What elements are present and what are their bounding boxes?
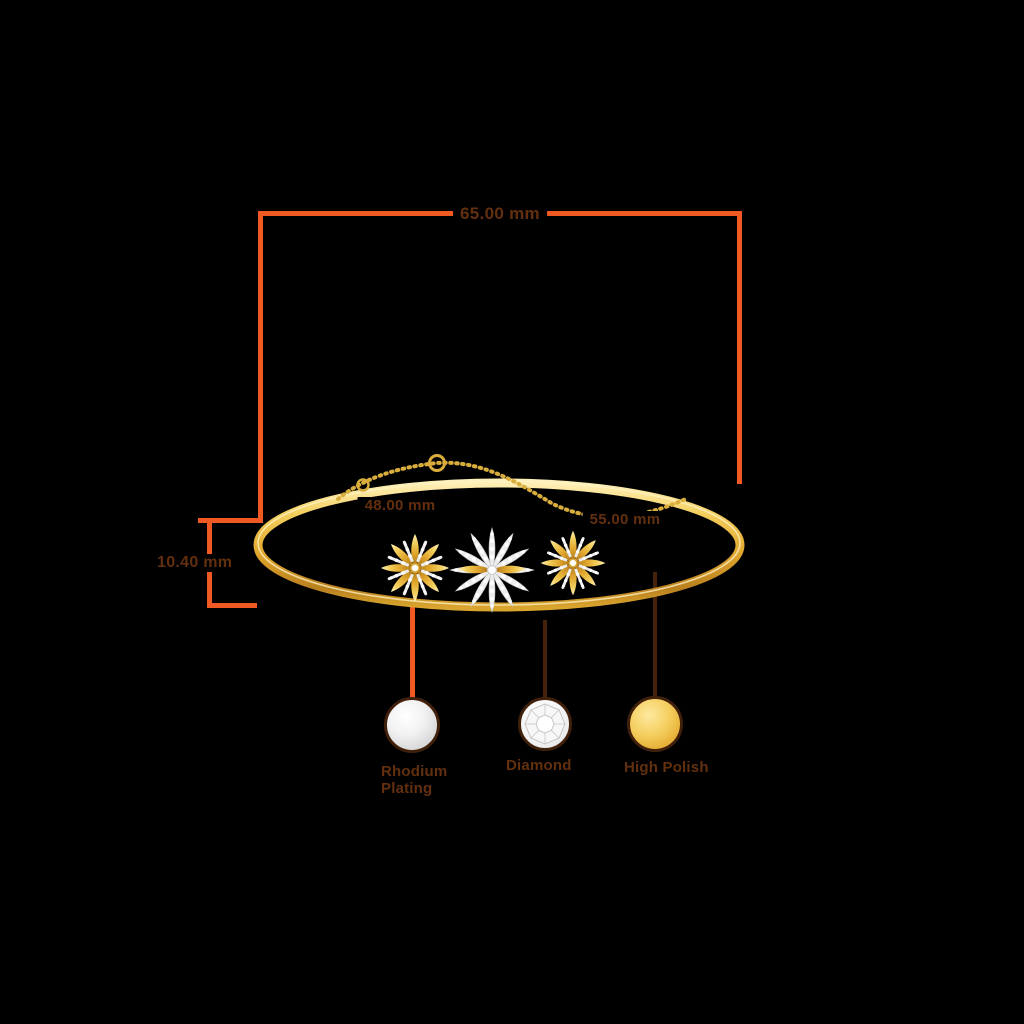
gold-swatch-icon: [627, 696, 683, 752]
flower-motif-right: [540, 530, 606, 596]
diamond-facets-icon: [524, 703, 566, 745]
bracelet-illustration: [253, 454, 745, 613]
rhodium-swatch-icon: [384, 697, 440, 753]
callout-line-diamond: [543, 620, 547, 698]
dimension-extension-height-bottom: [207, 603, 257, 608]
dimension-extension-top-left: [258, 211, 263, 523]
dimension-extension-height-top: [198, 518, 260, 523]
callout-line-high-polish: [653, 572, 657, 698]
chain-jump-ring: [356, 478, 370, 492]
callout-line-rhodium: [410, 606, 415, 698]
diamond-swatch-icon: [518, 697, 572, 751]
chain-width-label: 48.00 mm: [357, 497, 443, 514]
band-height-label: 10.40 mm: [150, 554, 240, 572]
flower-motif-center: [449, 527, 535, 613]
legend-label-rhodium-plating: Rhodium Plating: [381, 763, 448, 797]
chain-clasp-ring: [428, 454, 446, 472]
legend-label-diamond: Diamond: [506, 757, 572, 774]
legend-label-high-polish: High Polish: [624, 759, 709, 776]
inner-width-label: 55.00 mm: [582, 511, 668, 528]
dimension-extension-top-right: [737, 211, 742, 484]
bangle-band: [253, 478, 745, 612]
flower-motif-left: [381, 534, 449, 602]
overall-width-label: 65.00 mm: [453, 204, 547, 224]
